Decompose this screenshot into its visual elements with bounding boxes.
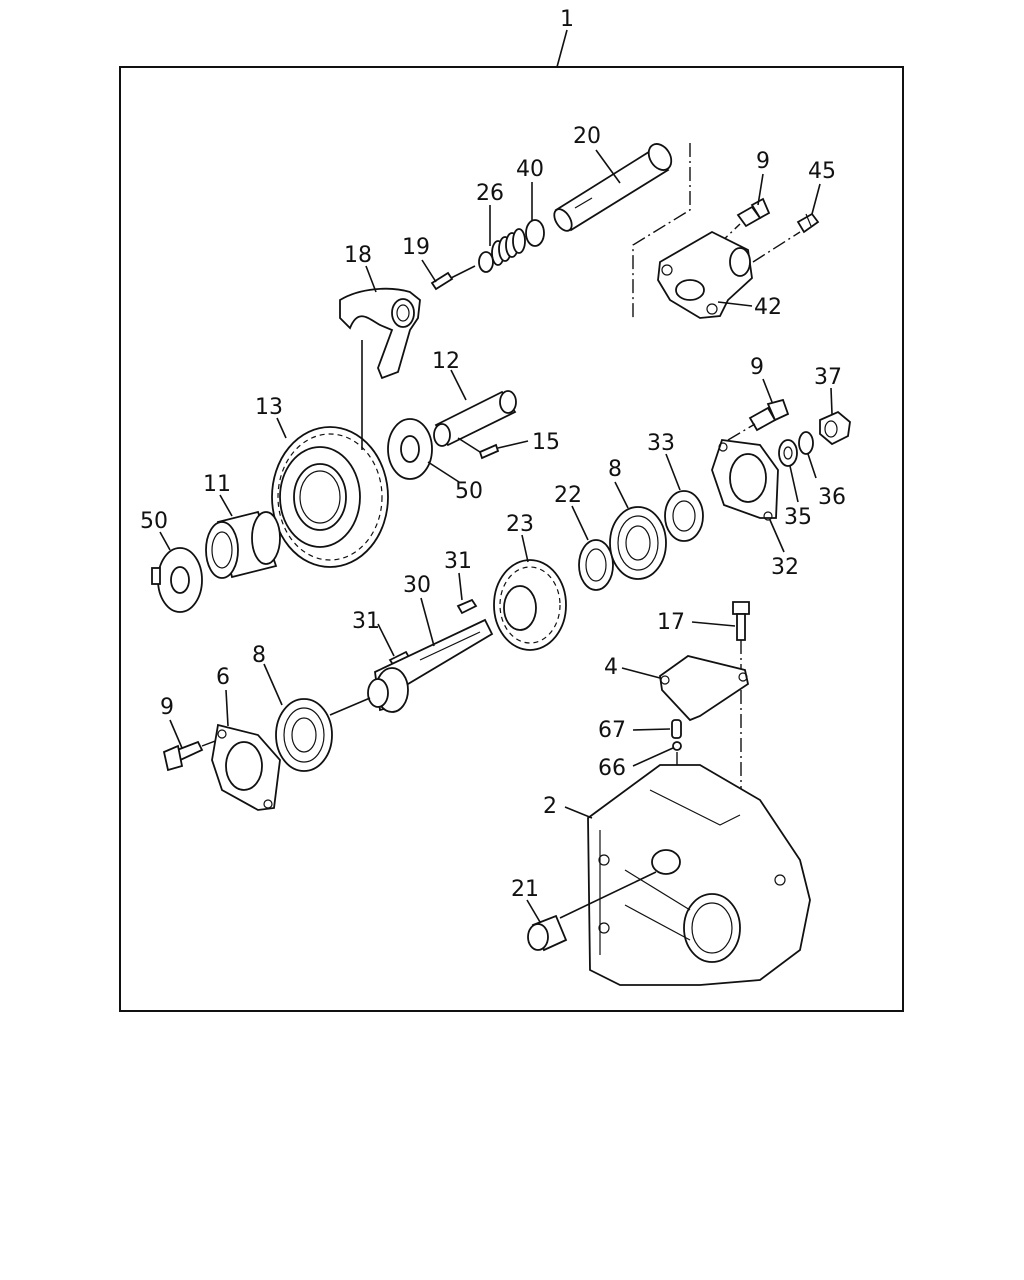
label-part-11: 11: [203, 472, 231, 497]
part-35-washer: [778, 439, 798, 467]
part-26-spring: [478, 228, 526, 273]
part-33-seal: [664, 490, 704, 542]
part-21-plug: [527, 914, 568, 952]
label-part-21: 21: [511, 877, 539, 902]
label-part-9-lower: 9: [160, 695, 174, 720]
label-part-4: 4: [604, 655, 618, 680]
part-8-bearing-lower: [275, 698, 333, 772]
part-20-shift-shaft: [553, 143, 673, 232]
label-part-23: 23: [506, 512, 534, 537]
label-part-2: 2: [543, 794, 557, 819]
part-40-o-ring: [525, 219, 545, 247]
label-part-33: 33: [647, 431, 675, 456]
label-part-9-middle: 9: [750, 355, 764, 380]
part-4-cover-plate: [659, 655, 750, 722]
part-22-ring: [578, 539, 614, 591]
part-13-gear: [271, 426, 389, 568]
label-part-40: 40: [516, 157, 544, 182]
part-20-bracket-dash: [632, 143, 691, 320]
part-18-shift-fork: [339, 287, 421, 380]
label-part-31-lower: 31: [352, 609, 380, 634]
label-part-50-upper: 50: [455, 479, 483, 504]
label-part-19: 19: [402, 235, 430, 260]
label-part-18: 18: [344, 243, 372, 268]
part-50-washer-lower: [151, 547, 203, 613]
part-31-key-upper: [456, 598, 478, 615]
label-part-22: 22: [554, 483, 582, 508]
part-8-bearing-upper: [609, 506, 667, 580]
part-50-washer-upper: [387, 418, 433, 480]
label-part-17: 17: [657, 610, 685, 635]
part-37-nut: [819, 410, 851, 446]
part-67-pin: [671, 719, 682, 739]
label-part-6: 6: [216, 665, 230, 690]
label-part-37: 37: [814, 365, 842, 390]
part-45-axis: [752, 231, 801, 263]
part-17-bolt: [732, 601, 750, 641]
label-part-12: 12: [432, 349, 460, 374]
label-part-66: 66: [598, 756, 626, 781]
part-2-case: [587, 764, 811, 986]
label-part-50-lower: 50: [140, 509, 168, 534]
part-36-spring-washer: [798, 431, 814, 455]
label-part-8-upper: 8: [608, 457, 622, 482]
part-11-sleeve: [205, 510, 281, 579]
label-part-9-top: 9: [756, 149, 770, 174]
label-assembly: 1: [560, 7, 574, 32]
part-9-bolt-top: [736, 197, 771, 228]
leader-lines: [159, 149, 833, 923]
part-66-ball: [672, 741, 682, 751]
part-15-pin: [478, 443, 500, 460]
part-30-output-shaft: [367, 618, 494, 713]
diagram-frame: [119, 66, 904, 1012]
label-part-15: 15: [532, 430, 560, 455]
label-part-35: 35: [784, 505, 812, 530]
label-part-31-upper: 31: [444, 549, 472, 574]
label-part-26: 26: [476, 181, 504, 206]
label-part-32: 32: [771, 555, 799, 580]
part-9-bolt-middle: [748, 398, 790, 432]
part-42-housing: [657, 230, 753, 319]
label-part-20: 20: [573, 124, 601, 149]
part-6-cover: [211, 723, 281, 811]
assembly-leader: [556, 29, 568, 68]
label-part-13: 13: [255, 395, 283, 420]
label-part-42: 42: [754, 295, 782, 320]
label-part-45: 45: [808, 159, 836, 184]
label-part-8-lower: 8: [252, 643, 266, 668]
label-part-67: 67: [598, 718, 626, 743]
part-12-shaft: [433, 390, 517, 447]
part-19-pin: [430, 271, 454, 291]
part-32-cover: [711, 439, 779, 521]
part-9-bolt-lower: [162, 740, 204, 772]
label-part-36: 36: [818, 485, 846, 510]
part-45-plug: [796, 212, 820, 234]
label-part-30: 30: [403, 573, 431, 598]
part-23-pinion-gear: [493, 559, 567, 651]
